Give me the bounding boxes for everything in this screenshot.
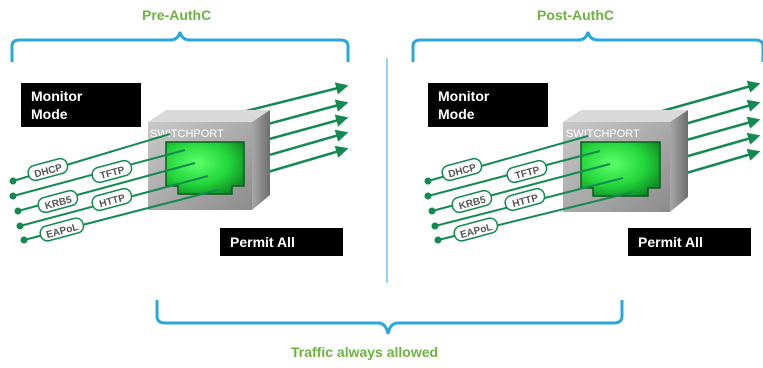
right-endpoint-dot — [424, 177, 432, 185]
left-permit-all-box: Permit All — [220, 228, 343, 256]
pre-authc-brace — [10, 31, 350, 62]
right-tag-dhcp: DHCP — [441, 157, 483, 182]
right-permit-all-box: Permit All — [628, 228, 751, 256]
right-switchport-side — [670, 110, 688, 212]
right-monitor-line2: Mode — [438, 106, 475, 122]
left-switchport-top — [148, 110, 270, 122]
left-endpoint-dot — [9, 192, 17, 200]
post-authc-brace — [411, 31, 763, 62]
post-authc-title: Post-AuthC — [537, 7, 614, 23]
left-endpoint-dot — [9, 177, 17, 185]
right-tag-krb5: KRB5 — [451, 189, 493, 214]
left-switchport-group: SWITCHPORT DHCP TFTP — [9, 82, 349, 244]
left-tag-eapol: EAPoL — [39, 217, 85, 242]
traffic-caption: Traffic always allowed — [291, 344, 439, 360]
right-switchport-top — [563, 110, 688, 122]
left-tag-tftp: TFTP — [91, 159, 133, 184]
left-switchport-label: SWITCHPORT — [150, 128, 224, 140]
left-monitor-mode-box: Monitor Mode — [21, 83, 141, 127]
right-endpoint-dot — [428, 207, 436, 215]
left-switchport-side — [252, 110, 270, 210]
right-monitor-mode-box: Monitor Mode — [428, 83, 548, 127]
pre-authc-title: Pre-AuthC — [142, 7, 212, 23]
left-tag-http: HTTP — [91, 187, 133, 212]
left-tag-krb5: KRB5 — [37, 189, 79, 214]
left-endpoint-dot — [20, 236, 28, 244]
right-monitor-line1: Monitor — [438, 88, 490, 104]
traffic-brace — [155, 300, 624, 335]
left-endpoint-dot — [16, 222, 24, 230]
right-switchport-group: SWITCHPORT DHCP TFTP KRB5 — [424, 80, 761, 244]
right-endpoint-dot — [431, 222, 439, 230]
left-tag-dhcp: DHCP — [27, 157, 69, 182]
left-monitor-line1: Monitor — [31, 88, 83, 104]
right-endpoint-dot — [424, 192, 432, 200]
left-monitor-line2: Mode — [31, 106, 68, 122]
right-endpoint-dot — [434, 236, 442, 244]
right-tag-tftp: TFTP — [506, 159, 548, 184]
left-endpoint-dot — [14, 207, 22, 215]
right-tag-http: HTTP — [504, 187, 546, 212]
